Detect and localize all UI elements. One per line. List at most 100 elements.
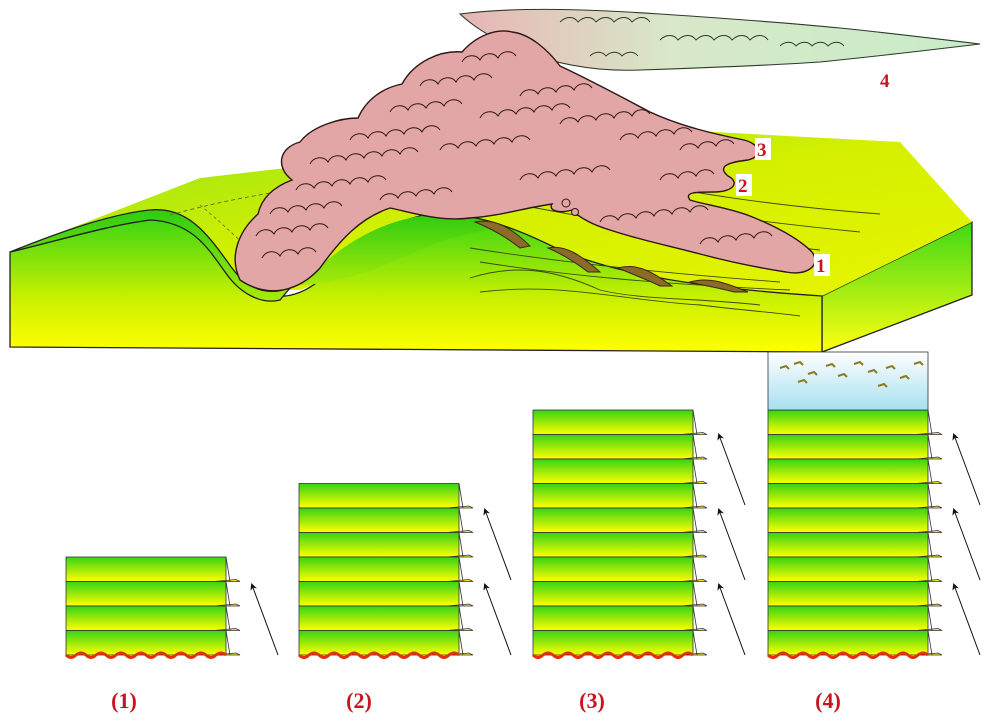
deposit-layer <box>532 434 694 460</box>
deposit-layer <box>767 605 929 631</box>
lava-base <box>297 651 460 659</box>
layer-lip <box>213 628 241 631</box>
deposit-layer <box>298 556 460 582</box>
deposit-layer <box>298 507 460 533</box>
high-plume-4 <box>458 8 981 71</box>
deposit-layer <box>65 605 227 631</box>
ash-cloud <box>234 30 816 292</box>
layer-lip <box>680 628 708 631</box>
layer-lip <box>915 530 943 533</box>
callout-labels: 1 2 3 4 <box>736 71 890 277</box>
deposit-layer <box>65 630 227 656</box>
deposit-layer <box>767 409 929 435</box>
layer-lip <box>446 554 474 558</box>
layer-lip <box>915 505 943 509</box>
deposit-layer <box>767 630 929 656</box>
deposit-layer <box>767 532 929 558</box>
column-4 <box>766 351 981 659</box>
layer-lip <box>915 481 943 484</box>
layer-lip <box>213 603 241 607</box>
deposit-layer <box>532 507 694 533</box>
deposit-layer <box>532 605 694 631</box>
caption-2: (2) <box>346 688 372 713</box>
top-pale-layer <box>767 351 929 411</box>
fragment-mark <box>837 372 848 378</box>
deposit-layer <box>298 581 460 607</box>
deposit-layer <box>532 532 694 558</box>
deposit-layer <box>767 556 929 582</box>
layer-lip <box>680 603 708 607</box>
layer-lip <box>915 628 943 631</box>
layer-lip <box>680 432 708 435</box>
layer-lip <box>915 579 943 582</box>
layer-lip <box>446 628 474 631</box>
layer-lip <box>915 432 943 435</box>
layer-lip <box>680 505 708 509</box>
callout-4: 4 <box>880 71 890 92</box>
fragment-mark <box>867 368 878 374</box>
deposit-layer <box>532 458 694 484</box>
fragment-mark <box>853 360 864 366</box>
deposit-layer <box>65 581 227 607</box>
central-hill <box>300 214 500 285</box>
deposit-layer <box>767 434 929 460</box>
deposit-layer <box>767 507 929 533</box>
deposit-layer <box>298 532 460 558</box>
deposit-layer <box>532 409 694 435</box>
growth-arrow <box>952 433 981 506</box>
layer-lip <box>680 579 708 582</box>
fragment-mark <box>807 370 818 376</box>
deposit-layer <box>532 581 694 607</box>
deposit-layer <box>532 630 694 656</box>
layer-lip <box>446 579 474 582</box>
deposit-layer <box>767 458 929 484</box>
fragment-mark <box>899 374 910 380</box>
deposit-layer <box>298 630 460 656</box>
growth-arrow <box>717 508 746 581</box>
growth-arrow <box>483 583 512 656</box>
column-1 <box>64 556 279 659</box>
growth-arrow <box>952 583 981 656</box>
growth-arrow <box>250 583 279 656</box>
fragment-mark <box>793 360 804 366</box>
deposit-layer <box>532 483 694 509</box>
fragment-mark <box>779 364 790 370</box>
growth-arrow <box>717 433 746 506</box>
deposit-layer <box>298 483 460 509</box>
deposit-layer <box>65 556 227 582</box>
layer-lip <box>680 554 708 558</box>
lava-base <box>531 651 694 659</box>
lava-base <box>766 651 929 659</box>
layer-lip <box>680 456 708 460</box>
fragment-mark <box>877 382 888 388</box>
fragment-mark <box>913 360 924 366</box>
fragment-mark <box>885 364 896 370</box>
column-3 <box>531 409 746 659</box>
callout-1: 1 <box>816 256 826 277</box>
layer-lip <box>915 554 943 558</box>
fragment-mark <box>797 378 808 384</box>
stratigraphic-columns <box>64 351 981 659</box>
layer-lip <box>915 603 943 607</box>
layer-lip <box>213 579 241 582</box>
column-2 <box>297 483 512 659</box>
layer-lip <box>680 481 708 484</box>
growth-arrow <box>483 508 512 581</box>
deposit-layer <box>532 556 694 582</box>
caption-4: (4) <box>815 688 841 713</box>
column-captions: (1) (2) (3) (4) <box>111 688 841 713</box>
layer-lip <box>915 456 943 460</box>
layer-lip <box>446 505 474 509</box>
layer-lip <box>446 530 474 533</box>
growth-arrow <box>952 508 981 581</box>
callout-3: 3 <box>757 140 767 161</box>
growth-arrow <box>717 583 746 656</box>
caption-3: (3) <box>579 688 605 713</box>
deposit-layer <box>298 605 460 631</box>
deposit-layer <box>767 483 929 509</box>
callout-2: 2 <box>738 176 748 197</box>
tilted-strata <box>473 220 749 293</box>
deposit-layer <box>767 581 929 607</box>
layer-lip <box>446 603 474 607</box>
